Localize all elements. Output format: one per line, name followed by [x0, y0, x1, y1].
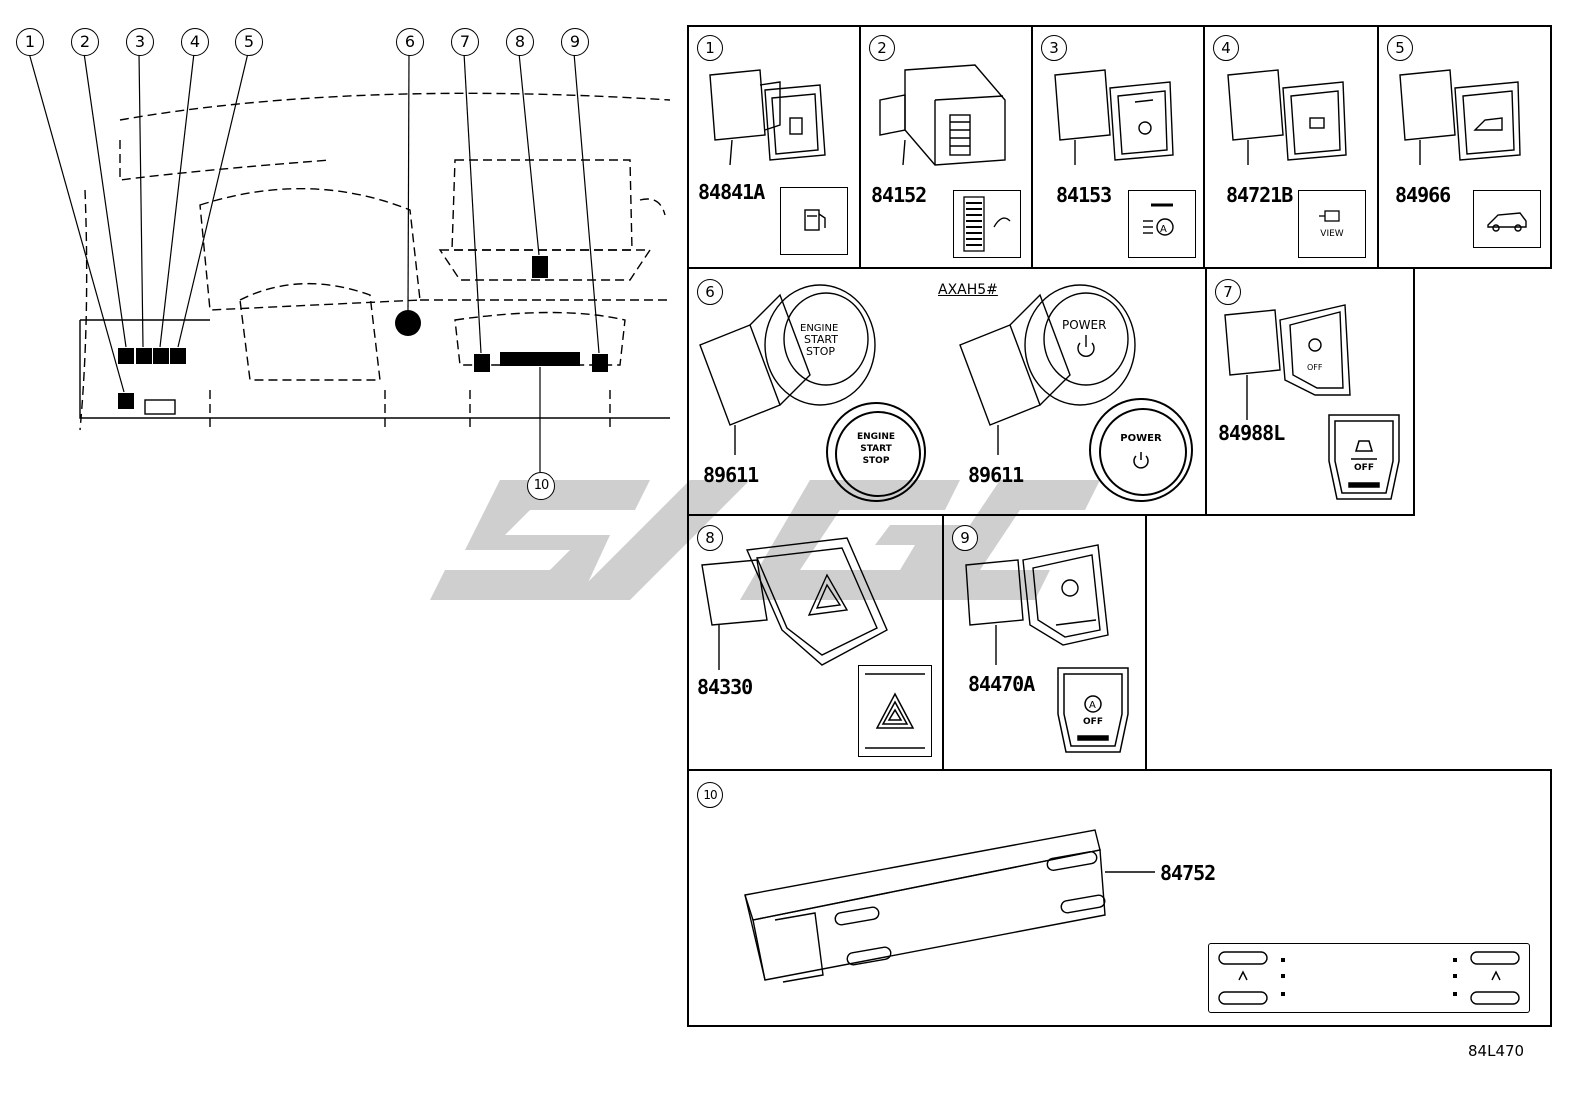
- overview-callout-9: 9: [561, 28, 589, 56]
- auto-hold-button-face: A OFF: [1052, 664, 1134, 756]
- panel-7-index: 7: [1215, 279, 1241, 305]
- start-label: START: [804, 333, 838, 346]
- seat-heater-icon: [1218, 951, 1520, 1005]
- engine-start-switch-drawing: ENGINE START STOP: [699, 284, 876, 455]
- panel-4-index: 4: [1213, 35, 1239, 61]
- camera-view-switch-drawing: [1227, 69, 1347, 165]
- svg-text:OFF: OFF: [1307, 363, 1323, 372]
- diagram-code: 84L470: [1468, 1042, 1525, 1060]
- traction-off-button-face: OFF: [1323, 411, 1405, 503]
- panel-10: [687, 769, 1552, 1027]
- hazard-icon: [865, 673, 925, 749]
- panel-7: [1205, 267, 1415, 516]
- power-button-face: POWER: [1089, 398, 1193, 502]
- camera-view-icon: [1319, 210, 1340, 222]
- power-button-text: POWER: [1120, 433, 1162, 444]
- dimmer-wheel-icon: [963, 196, 1011, 252]
- fuel-door-switch-drawing: [709, 69, 826, 166]
- watermark-logo: [430, 480, 1100, 600]
- traction-off-label: OFF: [1354, 463, 1374, 473]
- overview-callout-1: 1: [16, 28, 44, 56]
- hazard-button-face: [858, 665, 932, 757]
- traction-off-icon: [1328, 414, 1400, 500]
- part-number-89611-a: 89611: [703, 463, 759, 487]
- fuel-door-icon: [804, 209, 826, 231]
- fuel-door-icon-box: [780, 187, 848, 255]
- power-switch-drawing: POWER: [959, 284, 1136, 455]
- panel-1-index: 1: [697, 35, 723, 61]
- part-number-84330: 84330: [697, 675, 753, 699]
- traction-off-switch-drawing: OFF: [1224, 304, 1351, 420]
- svg-text:A: A: [1160, 224, 1167, 235]
- seat-heater-switch-drawing: [744, 829, 1155, 983]
- overview-callout-6: 6: [396, 28, 424, 56]
- hazard-switch-drawing: [701, 537, 888, 670]
- stop-label: STOP: [806, 345, 835, 358]
- power-back-door-icon: [1487, 212, 1527, 232]
- part-number-84153: 84153: [1056, 183, 1112, 207]
- dashboard-overview: [28, 52, 671, 472]
- panel-2-index: 2: [869, 35, 895, 61]
- svg-text:A: A: [1089, 700, 1096, 711]
- dimmer-wheel-icon-box: [953, 190, 1021, 258]
- part-number-84752: 84752: [1160, 861, 1216, 885]
- power-back-door-switch-drawing: [1399, 69, 1521, 165]
- part-number-89611-b: 89611: [968, 463, 1024, 487]
- part-number-84988L: 84988L: [1218, 421, 1285, 445]
- part-number-84841A: 84841A: [698, 180, 765, 204]
- panel-9-index: 9: [952, 525, 978, 551]
- panel-5: [1377, 25, 1552, 269]
- camera-view-label: VIEW: [1320, 229, 1344, 239]
- headlamp-leveling-switch-drawing: [1054, 69, 1174, 165]
- engine-label: ENGINE: [800, 323, 838, 334]
- overview-callout-5: 5: [235, 28, 263, 56]
- panel-10-index: 10: [697, 782, 723, 808]
- power-icon: [1133, 452, 1149, 469]
- part-number-84152: 84152: [871, 183, 927, 207]
- part-number-84721B: 84721B: [1226, 183, 1293, 207]
- engine-start-button-text-2: START: [860, 444, 892, 454]
- auto-hold-switch-drawing: [965, 544, 1109, 665]
- overview-callout-8: 8: [506, 28, 534, 56]
- part-number-84966: 84966: [1395, 183, 1451, 207]
- headlamp-leveling-icon-box: A: [1128, 190, 1196, 258]
- seat-heater-panel-face: [1208, 943, 1530, 1013]
- model-code: AXAH5#: [938, 282, 998, 298]
- engine-start-button-text-3: STOP: [862, 456, 890, 466]
- panel-5-index: 5: [1387, 35, 1413, 61]
- overview-callout-7: 7: [451, 28, 479, 56]
- engine-start-button-text-1: ENGINE: [856, 432, 896, 442]
- dimmer-switch-drawing: [879, 64, 1006, 166]
- panel-8-index: 8: [697, 525, 723, 551]
- headlamp-leveling-icon: A: [1143, 203, 1174, 236]
- part-number-84470A: 84470A: [968, 672, 1035, 696]
- overview-callout-10: 10: [527, 472, 555, 500]
- panel-6-index: 6: [697, 279, 723, 305]
- panel-3-index: 3: [1041, 35, 1067, 61]
- power-back-door-icon-box: [1473, 190, 1541, 248]
- engine-start-button-face: ENGINE START STOP: [826, 402, 926, 502]
- overview-callout-4: 4: [181, 28, 209, 56]
- camera-view-icon-box: VIEW: [1298, 190, 1366, 258]
- auto-hold-off-icon: A: [1057, 667, 1129, 753]
- overview-callout-2: 2: [71, 28, 99, 56]
- power-label: POWER: [1062, 318, 1106, 332]
- auto-hold-off-label: OFF: [1083, 717, 1103, 727]
- overview-callout-3: 3: [126, 28, 154, 56]
